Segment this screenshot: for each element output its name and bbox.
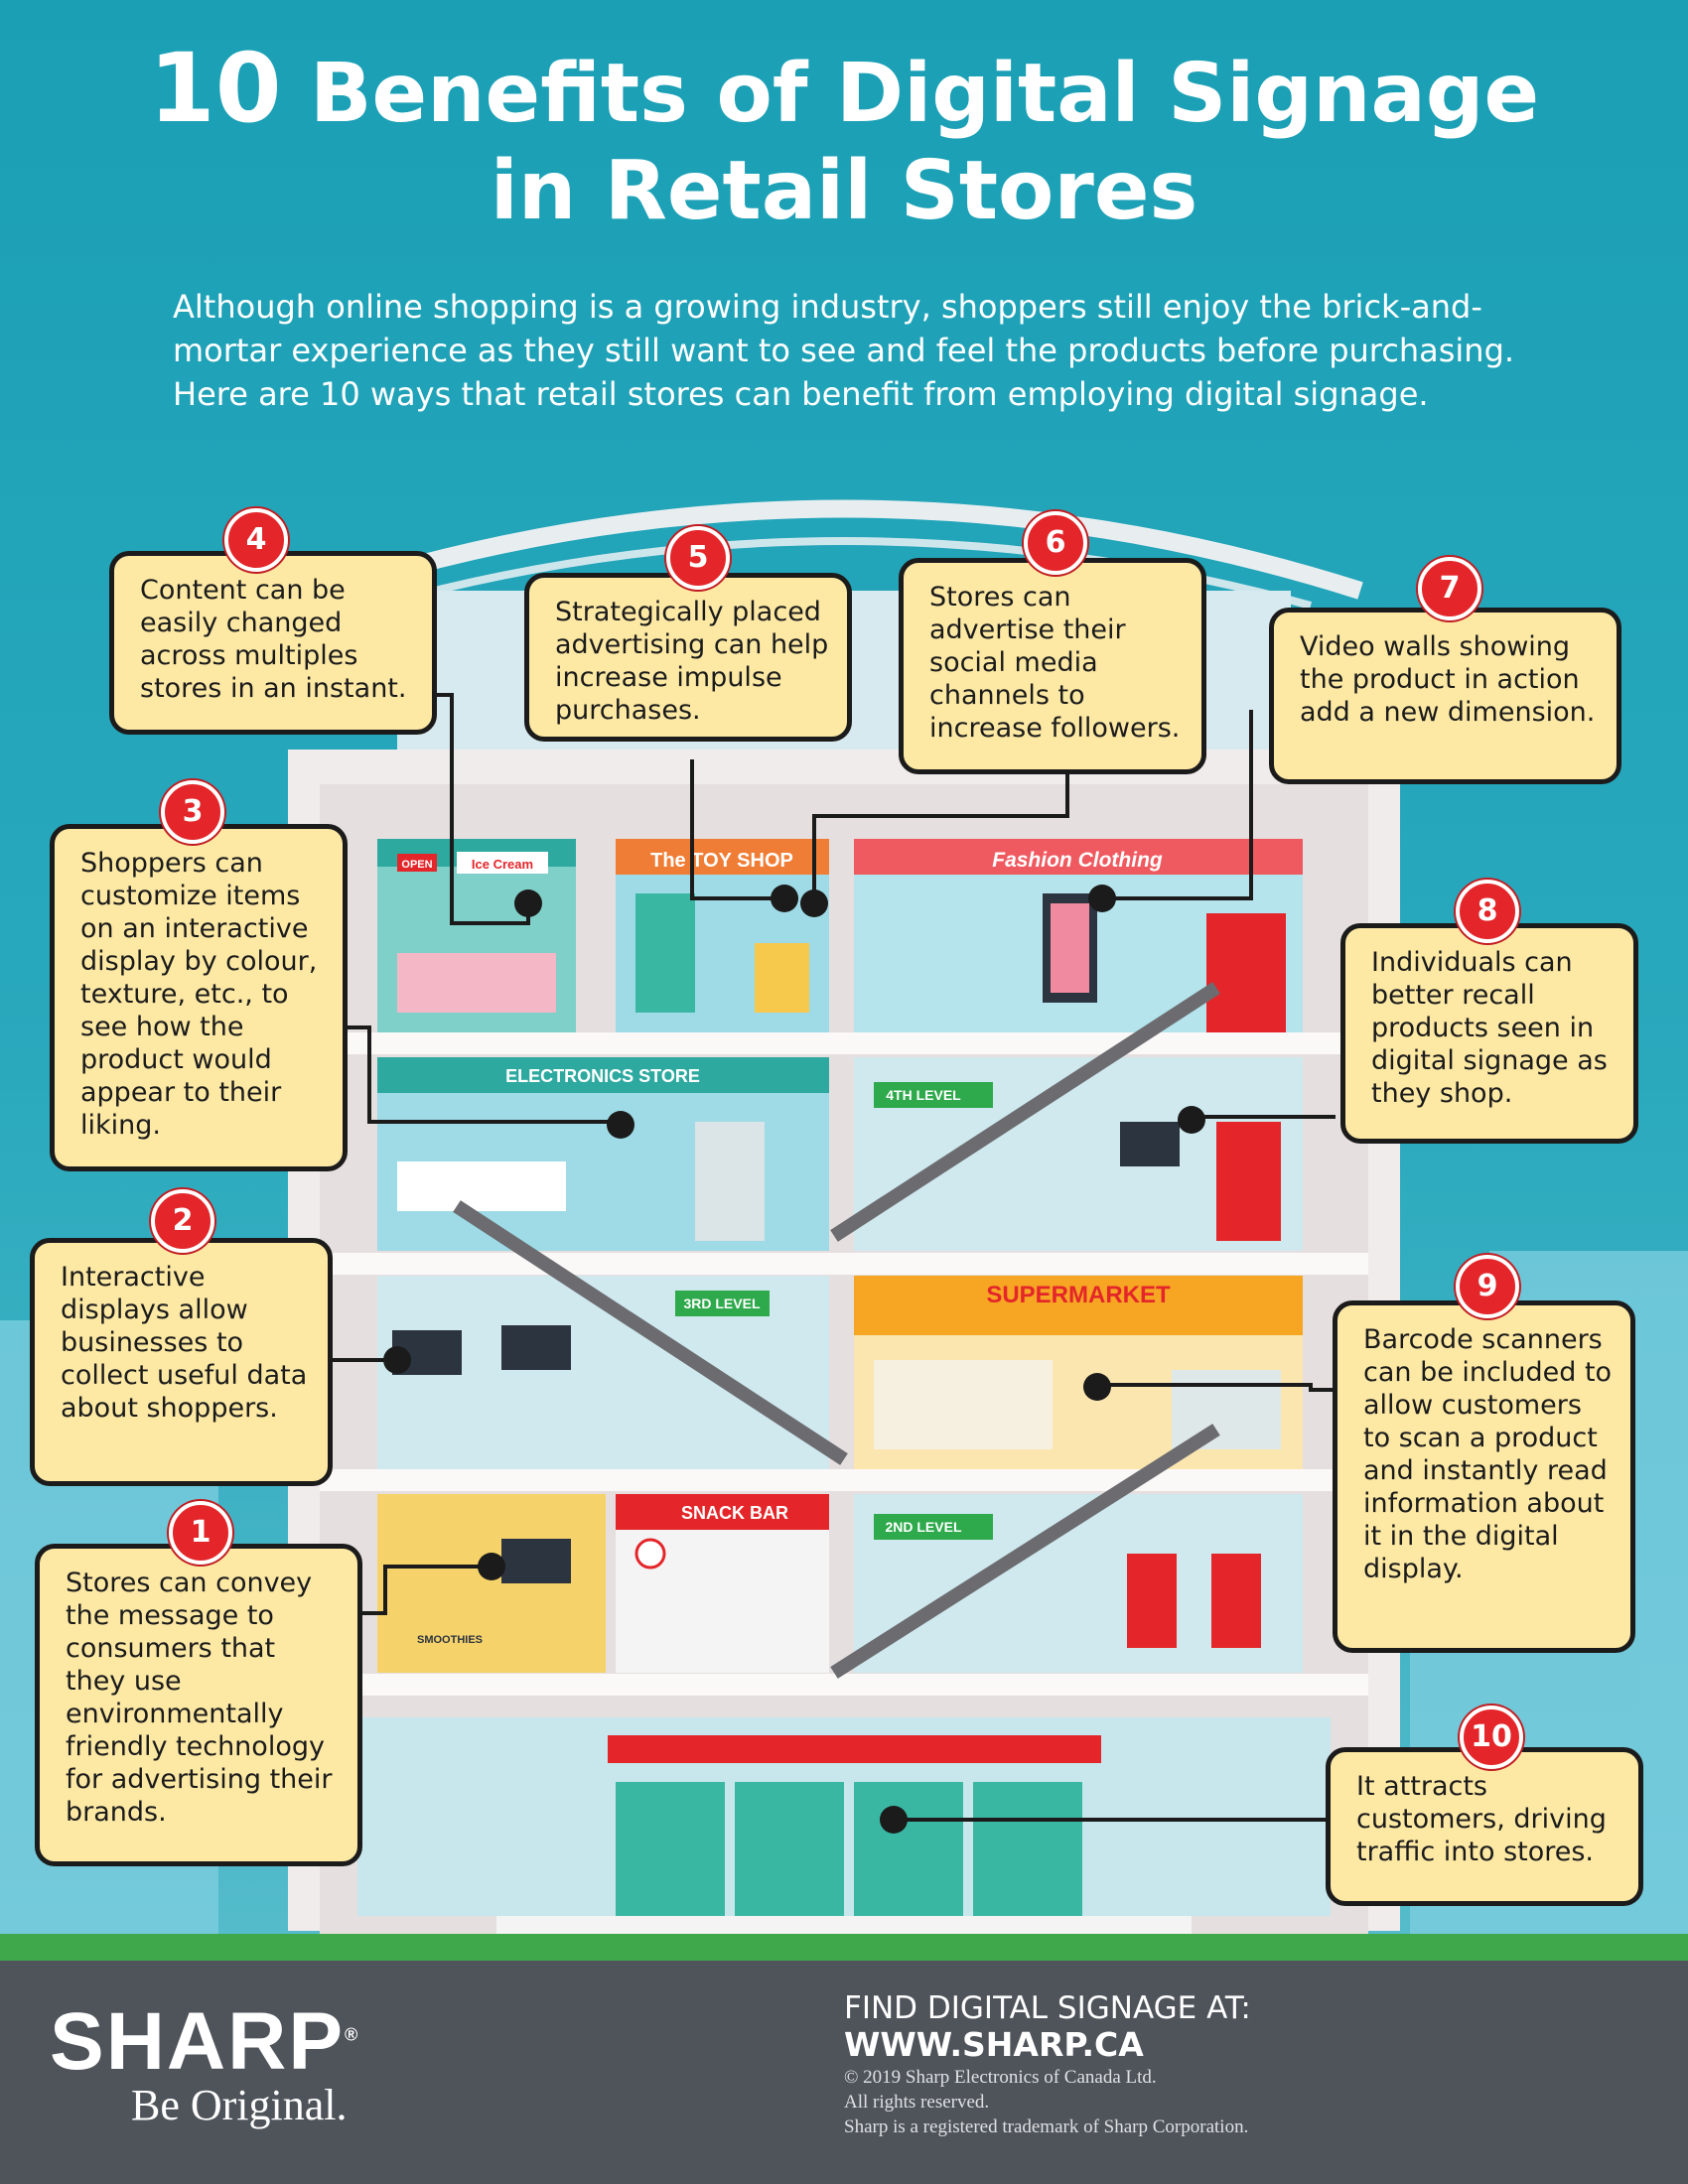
benefit-card-3: Shoppers can customize items on an inter… [50, 824, 348, 1171]
benefit-card-4: Content can be easily changed across mul… [109, 551, 437, 735]
brand-tagline: Be Original. [131, 2081, 348, 2129]
benefit-badge-6: 6 [1024, 511, 1087, 575]
benefit-card-5: Strategically placed advertising can hel… [524, 573, 852, 742]
benefit-5-text: Strategically placed advertising can hel… [555, 597, 829, 726]
connector-lines [328, 693, 1336, 1822]
trademark-text: Sharp is a registered trademark of Sharp… [844, 2116, 1249, 2137]
benefit-badge-10: 10 [1460, 1706, 1523, 1769]
benefit-badge-3: 3 [161, 780, 224, 844]
copyright-text: © 2019 Sharp Electronics of Canada Ltd. [844, 2067, 1157, 2088]
benefit-card-7: Video walls showing the product in actio… [1269, 608, 1621, 784]
ice-cream-sign: Ice Cream [472, 857, 533, 872]
title-number: 10 [148, 33, 282, 144]
fashion-sign: Fashion Clothing [992, 849, 1163, 872]
benefit-3-text: Shoppers can customize items on an inter… [80, 848, 318, 1141]
benefit-card-2: Interactive displays allow businesses to… [30, 1238, 333, 1486]
level2-sign: 2ND LEVEL [885, 1519, 961, 1535]
electronics-sign: ELECTRONICS STORE [505, 1066, 700, 1086]
sharp-logo: SHARP® [50, 1995, 359, 2089]
benefit-7-text: Video walls showing the product in actio… [1300, 631, 1596, 728]
smoothie-bar: SMOOTHIES [377, 1494, 606, 1673]
benefit-8-text: Individuals can better recall products s… [1371, 947, 1608, 1109]
benefit-badge-8: 8 [1456, 880, 1519, 943]
benefit-card-9: Barcode scanners can be included to allo… [1333, 1300, 1635, 1653]
floor-slabs [320, 1032, 1368, 1696]
benefit-9-text: Barcode scanners can be included to allo… [1363, 1324, 1613, 1584]
find-signage-label: FIND DIGITAL SIGNAGE AT: [844, 1990, 1251, 2026]
benefit-4-text: Content can be easily changed across mul… [140, 575, 407, 704]
open-sign: OPEN [401, 859, 432, 871]
benefit-badge-4: 4 [224, 508, 288, 572]
benefit-6-text: Stores can advertise their social media … [929, 582, 1181, 744]
title-line1: Benefits of Digital Signage [310, 47, 1540, 141]
benefit-badge-7: 7 [1418, 557, 1481, 620]
level4-sign: 4TH LEVEL [886, 1087, 961, 1103]
page-title: 10 Benefits of Digital Signage in Retail… [0, 40, 1688, 240]
escalators [453, 982, 1220, 1679]
benefit-card-10: It attracts customers, driving traffic i… [1326, 1747, 1643, 1906]
level3-lounge: 3RD LEVEL [377, 1276, 829, 1469]
level4-concourse: 4TH LEVEL [854, 1057, 1303, 1251]
smoothies-sign: SMOOTHIES [417, 1634, 483, 1646]
benefit-card-1: Stores can convey the message to consume… [35, 1544, 362, 1866]
connector-dots [383, 885, 1205, 1834]
footer [0, 1961, 1688, 2184]
rights-text: All rights reserved. [844, 2092, 990, 2113]
title-line2: in Retail Stores [490, 144, 1198, 238]
toy-shop-sign: The TOY SHOP [650, 850, 793, 872]
electronics-store: ELECTRONICS STORE [377, 1057, 829, 1251]
entrance-doors [616, 1782, 1082, 1916]
fashion-store: Fashion Clothing [854, 839, 1303, 1032]
roof-dome [325, 499, 1363, 600]
snack-bar-sign: SNACK BAR [681, 1503, 788, 1523]
benefit-card-6: Stores can advertise their social media … [899, 558, 1206, 774]
ice-cream-shop: OPEN Ice Cream [377, 839, 576, 1032]
registered-mark: ® [345, 2024, 360, 2045]
benefit-badge-5: 5 [666, 526, 730, 590]
benefit-badge-1: 1 [169, 1501, 232, 1565]
brand-name: SHARP [50, 1996, 346, 2087]
snack-bar: SNACK BAR [616, 1494, 829, 1673]
supermarket: SUPERMARKET [854, 1276, 1303, 1469]
website-link[interactable]: WWW.SHARP.CA [844, 2025, 1144, 2064]
benefit-badge-9: 9 [1456, 1255, 1519, 1318]
level3-sign: 3RD LEVEL [683, 1296, 760, 1311]
benefit-card-8: Individuals can better recall products s… [1340, 923, 1638, 1144]
benefit-10-text: It attracts customers, driving traffic i… [1356, 1771, 1607, 1867]
benefit-1-text: Stores can convey the message to consume… [66, 1568, 333, 1828]
supermarket-sign: SUPERMARKET [986, 1282, 1171, 1308]
ground-strip [0, 1934, 1688, 1961]
toy-shop: The TOY SHOP [616, 839, 829, 1032]
benefit-badge-2: 2 [151, 1189, 214, 1253]
intro-paragraph: Although online shopping is a growing in… [173, 288, 1515, 413]
benefit-2-text: Interactive displays allow businesses to… [61, 1262, 308, 1424]
